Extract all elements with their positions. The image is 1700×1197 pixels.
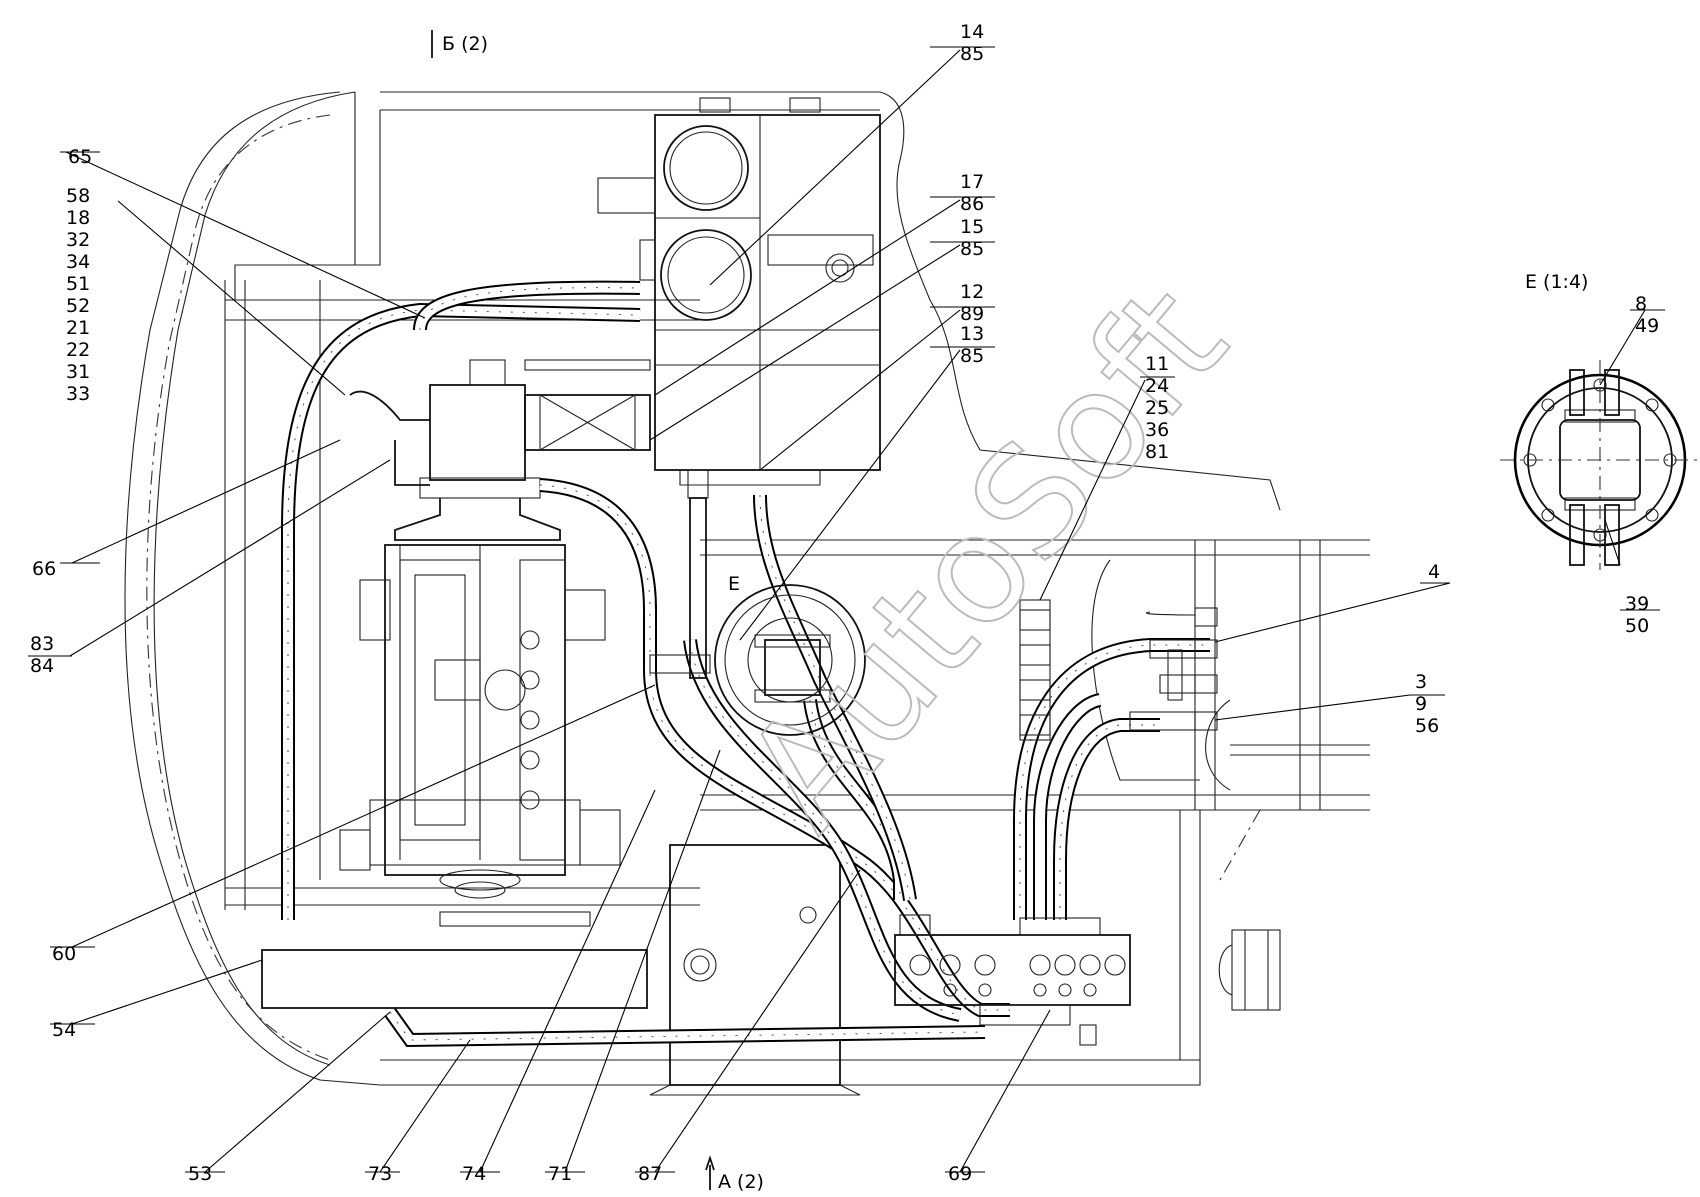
svg-text:85: 85 bbox=[960, 238, 984, 260]
svg-text:83: 83 bbox=[30, 633, 54, 655]
callout-13: 13 85 bbox=[960, 323, 984, 367]
callout-12: 12 89 bbox=[960, 281, 984, 325]
callout-54: 54 bbox=[52, 1019, 76, 1041]
svg-text:65: 65 bbox=[68, 146, 92, 168]
callout-53: 53 bbox=[188, 1163, 212, 1185]
callout-3: 3 9 56 bbox=[1415, 671, 1439, 737]
svg-text:54: 54 bbox=[52, 1019, 76, 1041]
svg-text:3: 3 bbox=[1415, 671, 1427, 693]
section-marks bbox=[431, 30, 715, 1190]
svg-text:9: 9 bbox=[1415, 693, 1427, 715]
svg-text:58: 58 bbox=[66, 185, 90, 207]
svg-text:52: 52 bbox=[66, 295, 90, 317]
section-b-label: Б (2) bbox=[442, 33, 488, 55]
svg-text:12: 12 bbox=[960, 281, 984, 303]
callout-71: 71 bbox=[548, 1163, 572, 1185]
callout-15: 15 85 bbox=[960, 216, 984, 260]
svg-text:66: 66 bbox=[32, 558, 56, 580]
svg-text:69: 69 bbox=[948, 1163, 972, 1185]
callout-14: 14 85 bbox=[960, 21, 984, 65]
svg-text:89: 89 bbox=[960, 303, 984, 325]
svg-text:25: 25 bbox=[1145, 397, 1169, 419]
svg-text:51: 51 bbox=[66, 273, 90, 295]
callout-73: 73 bbox=[368, 1163, 392, 1185]
callout-39: 39 50 bbox=[1625, 593, 1649, 637]
callout-83: 83 84 bbox=[30, 633, 54, 677]
svg-text:32: 32 bbox=[66, 229, 90, 251]
callout-8: 8 49 bbox=[1635, 293, 1659, 337]
detail-e-title: Е (1:4) bbox=[1525, 271, 1588, 293]
detail-e-marker-circle bbox=[714, 584, 866, 736]
svg-text:24: 24 bbox=[1145, 375, 1169, 397]
leader-lines bbox=[28, 46, 1665, 1173]
svg-text:60: 60 bbox=[52, 943, 76, 965]
engine-base bbox=[261, 844, 861, 1096]
svg-text:74: 74 bbox=[462, 1163, 486, 1185]
svg-text:11: 11 bbox=[1145, 353, 1169, 375]
callout-66: 66 bbox=[32, 558, 56, 580]
svg-text:14: 14 bbox=[960, 21, 984, 43]
svg-text:85: 85 bbox=[960, 43, 984, 65]
callout-58: 58 18 32 34 51 52 21 22 31 33 bbox=[66, 185, 90, 405]
detail-e-view bbox=[1500, 360, 1700, 570]
valve-block bbox=[894, 599, 1131, 1046]
svg-text:21: 21 bbox=[66, 317, 90, 339]
svg-text:4: 4 bbox=[1428, 561, 1440, 583]
svg-text:18: 18 bbox=[66, 207, 90, 229]
svg-text:13: 13 bbox=[960, 323, 984, 345]
callout-69: 69 bbox=[948, 1163, 972, 1185]
svg-text:85: 85 bbox=[960, 345, 984, 367]
frame-outline bbox=[124, 91, 1370, 1086]
svg-text:53: 53 bbox=[188, 1163, 212, 1185]
svg-text:36: 36 bbox=[1145, 419, 1169, 441]
svg-text:15: 15 bbox=[960, 216, 984, 238]
svg-text:84: 84 bbox=[30, 655, 54, 677]
callout-11: 11 24 25 36 81 bbox=[1145, 353, 1169, 463]
svg-text:22: 22 bbox=[66, 339, 90, 361]
svg-text:31: 31 bbox=[66, 361, 90, 383]
svg-text:33: 33 bbox=[66, 383, 90, 405]
svg-text:56: 56 bbox=[1415, 715, 1439, 737]
watermark: AutoSoft bbox=[712, 255, 1259, 860]
svg-text:86: 86 bbox=[960, 193, 984, 215]
callout-74: 74 bbox=[462, 1163, 486, 1185]
section-a-label: А (2) bbox=[718, 1171, 764, 1193]
callout-17: 17 86 bbox=[960, 171, 984, 215]
svg-text:49: 49 bbox=[1635, 315, 1659, 337]
detail-e-marker-label: Е bbox=[728, 573, 740, 595]
callout-87: 87 bbox=[638, 1163, 662, 1185]
svg-text:73: 73 bbox=[368, 1163, 392, 1185]
svg-text:17: 17 bbox=[960, 171, 984, 193]
svg-text:71: 71 bbox=[548, 1163, 572, 1185]
svg-text:81: 81 bbox=[1145, 441, 1169, 463]
svg-text:34: 34 bbox=[66, 251, 90, 273]
svg-text:50: 50 bbox=[1625, 615, 1649, 637]
callout-4: 4 bbox=[1428, 561, 1440, 583]
callout-60: 60 bbox=[52, 943, 76, 965]
svg-text:8: 8 bbox=[1635, 293, 1647, 315]
svg-text:39: 39 bbox=[1625, 593, 1649, 615]
hydraulic-tank bbox=[597, 97, 881, 486]
right-fittings bbox=[1129, 607, 1218, 731]
engine-block bbox=[339, 544, 621, 927]
svg-text:87: 87 bbox=[638, 1163, 662, 1185]
callout-65: 65 bbox=[68, 146, 92, 168]
